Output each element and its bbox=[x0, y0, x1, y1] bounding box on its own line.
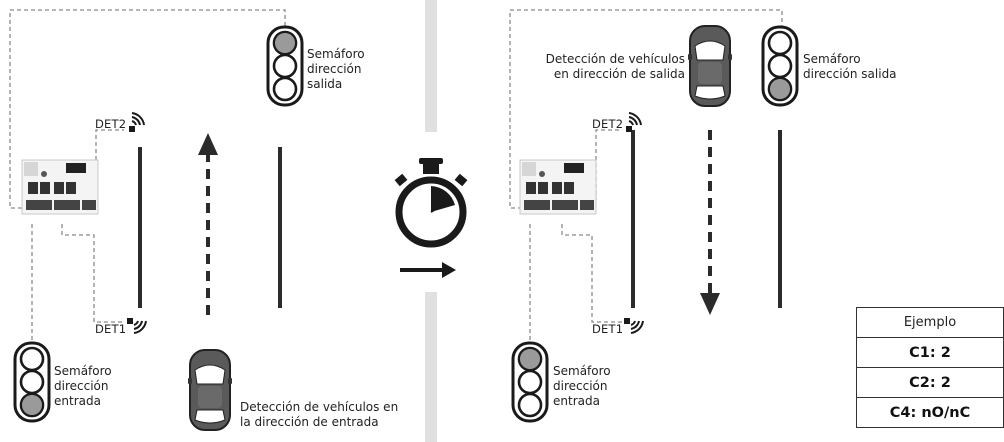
signal-waves-icon bbox=[126, 317, 147, 334]
stopwatch-icon bbox=[394, 158, 468, 248]
right-panel bbox=[509, 9, 799, 423]
label-semaforo-entrada-right: Semáforo dirección entrada bbox=[553, 364, 611, 408]
light-active-top bbox=[770, 79, 790, 99]
car-icon bbox=[687, 25, 733, 107]
light-active-bottom bbox=[520, 349, 540, 369]
signal-waves-icon bbox=[623, 317, 644, 334]
controller-board-icon bbox=[519, 159, 597, 215]
arrow-up-head bbox=[198, 133, 218, 155]
label-det2-right: DET2 bbox=[592, 117, 624, 131]
light-active-bottom bbox=[22, 395, 42, 415]
label-semaforo-entrada-left: Semáforo dirección entrada bbox=[54, 364, 112, 408]
arrow-right-icon bbox=[400, 262, 456, 278]
signal-waves-icon bbox=[128, 112, 145, 133]
label-car-right: Detección de vehículos en dirección de s… bbox=[545, 52, 685, 81]
arrow-down-head bbox=[700, 293, 720, 315]
label-semaforo-salida-right: Semáforo dirección salida bbox=[803, 52, 897, 81]
wire-to-top-light bbox=[509, 9, 783, 209]
light-active-top bbox=[275, 33, 295, 53]
label-car-left: Detección de vehículos en la dirección d… bbox=[240, 400, 399, 429]
controller-board-icon bbox=[21, 159, 99, 215]
wire-to-det1 bbox=[561, 224, 622, 323]
signal-waves-icon bbox=[625, 112, 642, 133]
panel-divider-bottom bbox=[425, 292, 437, 442]
left-panel bbox=[9, 9, 304, 431]
wire-to-det1 bbox=[61, 224, 124, 323]
example-row-c1: C1: 2 bbox=[856, 337, 1004, 368]
label-det1-right: DET1 bbox=[592, 322, 624, 336]
label-det1-left: DET1 bbox=[95, 322, 127, 336]
label-det2-left: DET2 bbox=[95, 117, 127, 131]
panel-divider-top bbox=[425, 0, 437, 132]
wire-to-top-light bbox=[9, 9, 286, 209]
label-semaforo-salida-left: Semáforo dirección salida bbox=[307, 47, 365, 91]
car-icon bbox=[187, 349, 233, 431]
example-row-c4: C4: nO/nC bbox=[856, 397, 1004, 428]
example-table: Ejemplo C1: 2 C2: 2 C4: nO/nC bbox=[856, 307, 1004, 428]
example-table-header: Ejemplo bbox=[856, 307, 1004, 338]
example-row-c2: C2: 2 bbox=[856, 367, 1004, 398]
